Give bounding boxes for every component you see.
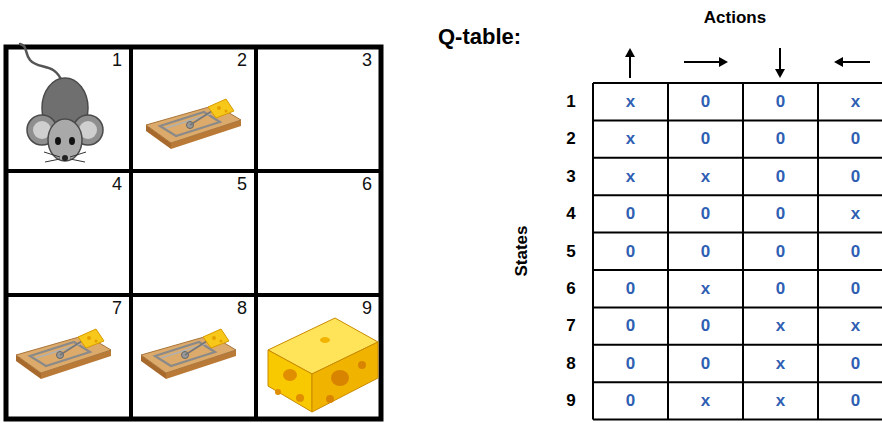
cheese-icon [268,318,378,412]
q-value: 0 [593,195,668,232]
state-number: 4 [553,195,589,232]
q-value: 0 [818,233,882,270]
q-table-grid [593,83,882,420]
mousetrap-icon [16,329,111,379]
q-value: 0 [593,345,668,382]
table-rule [593,269,882,271]
cell-number: 4 [6,171,131,195]
q-value: x [668,382,743,419]
mousetrap-icon [146,99,241,149]
state-number: 2 [553,120,589,157]
table-rule [593,157,882,159]
q-value: 0 [743,270,818,307]
state-number: 5 [553,233,589,270]
table-title: Q-table: [438,24,521,50]
state-number: 3 [553,158,589,195]
q-value: x [743,345,818,382]
table-rule [667,83,669,420]
q-value: 0 [668,307,743,344]
q-value: 0 [668,120,743,157]
grid-cell: 9 [256,295,381,419]
cell-number: 7 [6,295,131,319]
q-value: 0 [668,83,743,120]
q-value: 0 [818,270,882,307]
cell-number: 8 [131,295,256,319]
q-value: 0 [743,83,818,120]
q-value: 0 [818,120,882,157]
mouse-icon [20,44,103,162]
grid-cell: 2 [131,47,256,171]
q-value: x [668,270,743,307]
state-number: 9 [553,382,589,419]
grid-cell: 7 [6,295,131,419]
cell-number: 6 [256,171,381,195]
q-value: 0 [743,233,818,270]
q-value: x [593,158,668,195]
q-value: 0 [593,307,668,344]
q-value: x [668,158,743,195]
state-number: 7 [553,307,589,344]
q-value: x [818,83,882,120]
state-number: 8 [553,345,589,382]
q-value: x [743,382,818,419]
cell-number: 9 [256,295,381,319]
q-value: 0 [668,233,743,270]
q-value: 0 [593,270,668,307]
q-value: 0 [743,120,818,157]
q-value: x [743,307,818,344]
mousetrap-icon [141,329,236,379]
axis-label: Actions [680,7,790,29]
action-arrows [625,48,870,78]
table-rule [593,419,882,421]
table-rule [593,344,882,346]
grid-cell: 5 [131,171,256,295]
table-rule [592,83,594,420]
table-rule [593,306,882,308]
table-rule [593,194,882,196]
q-value: 0 [818,158,882,195]
q-value: x [593,120,668,157]
table-rule [593,232,882,234]
grid-cell: 8 [131,295,256,419]
q-value: 0 [668,345,743,382]
state-number: 1 [553,83,589,120]
q-value: 0 [743,195,818,232]
q-value: 0 [593,233,668,270]
grid-cell: 4 [6,171,131,295]
grid-cell: 6 [256,171,381,295]
q-value: 0 [818,345,882,382]
cell-number: 2 [131,47,256,71]
table-rule [742,83,744,420]
grid-lines [6,47,381,419]
axis-label: States [511,201,533,301]
state-number: 6 [553,270,589,307]
q-value: x [818,307,882,344]
q-value: x [818,195,882,232]
grid-cell: 3 [256,47,381,171]
q-value: x [593,83,668,120]
table-rule [817,83,819,420]
cell-number: 3 [256,47,381,71]
table-rule [593,82,882,84]
table-rule [593,119,882,121]
cell-number: 5 [131,171,256,195]
q-value: 0 [818,382,882,419]
q-value: 0 [743,158,818,195]
table-rule [593,381,882,383]
q-value: 0 [593,382,668,419]
grid-cell: 1 [6,47,131,171]
cell-number: 1 [6,47,131,71]
q-value: 0 [668,195,743,232]
